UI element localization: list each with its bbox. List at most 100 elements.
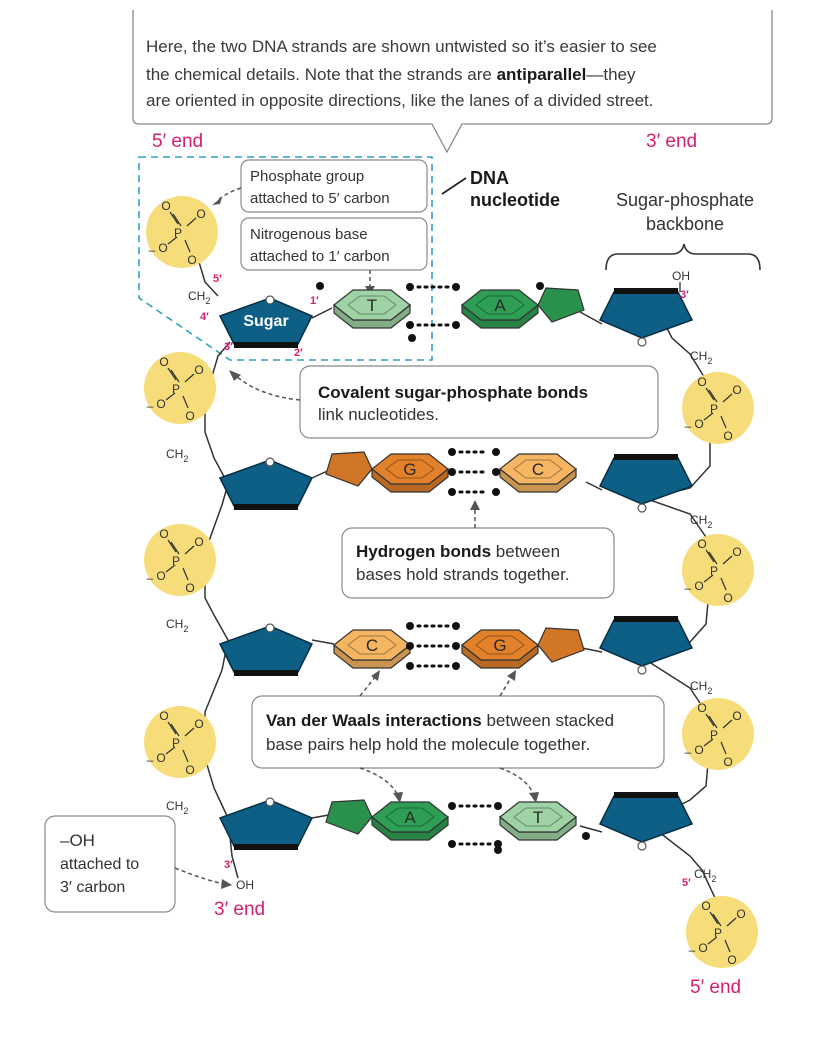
phosphate-groups: POOOO–POOOO–POOOO–POOOO–POOOO–POOOO–POOO… [144, 196, 758, 968]
bond-stub [582, 832, 590, 840]
oh-callout: –OH attached to 3′ carbon [44, 815, 232, 913]
intro-line-2: the chemical details. Note that the stra… [146, 65, 636, 84]
top-oh-label: OH [672, 269, 690, 283]
sugars [218, 288, 694, 851]
oxygen-atom: O [694, 417, 703, 431]
backbone-label-2: backbone [646, 214, 724, 234]
negative-charge: – [689, 943, 696, 957]
svg-text:4′: 4′ [200, 311, 209, 323]
bond-stub [316, 282, 324, 290]
right-bottom-end-label: 5′ end [690, 977, 741, 998]
base-letter-C: C [532, 460, 544, 479]
svg-text:bases hold strands together.: bases hold strands together. [356, 565, 570, 584]
negative-charge: – [685, 745, 692, 759]
oxygen-atom: O [187, 253, 196, 267]
svg-text:Hydrogen bonds between: Hydrogen bonds between [356, 542, 560, 561]
hydrogen-bond [448, 468, 500, 476]
phosphorus-atom: P [172, 554, 180, 568]
right-top-end-label: 3′ end [646, 131, 697, 152]
oxygen-atom: O [194, 535, 203, 549]
hydrogen-bond [448, 802, 502, 810]
oxygen-atom: O [156, 569, 165, 583]
phosphorus-atom: P [710, 402, 718, 416]
intro-callout: Here, the two DNA strands are shown untw… [132, 10, 773, 154]
carbon-numbers: 5′ 4′ 3′ 2′ 1′ 3′ 3′ 5′ [200, 273, 691, 889]
svg-text:attached to 5′ carbon: attached to 5′ carbon [250, 190, 390, 207]
svg-text:3′: 3′ [224, 341, 233, 353]
ch2-label: CH2 [690, 679, 712, 696]
oxygen-atom: O [694, 743, 703, 757]
covalent-bonds-callout: Covalent sugar-phosphate bonds link nucl… [229, 365, 659, 439]
base-G-row-3: G [461, 627, 585, 669]
base-letter-T: T [367, 296, 377, 315]
base-letter-G: G [403, 460, 416, 479]
base-C-row-2: C [499, 453, 577, 493]
oxygen-atom: O [698, 941, 707, 955]
svg-text:Covalent sugar-phosphate bonds: Covalent sugar-phosphate bonds [318, 383, 588, 402]
base-C-row-3: C [333, 629, 411, 669]
phosphorus-atom: P [172, 382, 180, 396]
svg-text:Nitrogenous base: Nitrogenous base [250, 226, 368, 243]
dna-nucleotide-label-1: DNA [470, 168, 509, 188]
oxygen-atom: O [732, 383, 741, 397]
oxygen-atom: O [723, 755, 732, 769]
base-letter-C: C [366, 636, 378, 655]
base-T-row-4: T [499, 801, 577, 841]
base-A-row-4: A [325, 799, 449, 841]
oxygen-atom: O [723, 429, 732, 443]
hydrogen-bond [406, 662, 460, 670]
base-G-row-2: G [325, 451, 449, 493]
sugar-label: Sugar [243, 313, 288, 330]
svg-text:3′: 3′ [680, 289, 689, 301]
oxygen-atom: O [159, 709, 168, 723]
svg-text:1′: 1′ [310, 295, 319, 307]
ch2-label: CH2 [166, 617, 188, 634]
sugar-right-4 [598, 792, 694, 851]
sugar-left-1 [218, 295, 314, 348]
sugar-right-3 [598, 616, 694, 675]
svg-text:attached to 1′ carbon: attached to 1′ carbon [250, 248, 390, 265]
hydrogen-bond [406, 622, 460, 630]
svg-text:3′: 3′ [224, 859, 233, 871]
bottom-oh-label: OH [236, 878, 254, 892]
bond-stub [536, 282, 544, 290]
svg-text:3′ carbon: 3′ carbon [60, 879, 125, 896]
left-top-end-label: 5′ end [152, 131, 203, 152]
negative-charge: – [147, 753, 154, 767]
bond-stub [494, 846, 502, 854]
negative-charge: – [149, 243, 156, 257]
dna-nucleotide-arrow [441, 177, 467, 195]
oxygen-atom: O [194, 717, 203, 731]
svg-text:attached to: attached to [60, 856, 139, 873]
svg-text:5′: 5′ [682, 877, 691, 889]
svg-text:link nucleotides.: link nucleotides. [318, 405, 439, 424]
sugar-right-2 [598, 454, 694, 513]
negative-charge: – [685, 581, 692, 595]
backbone-label-1: Sugar-phosphate [616, 190, 754, 210]
phosphorus-atom: P [714, 926, 722, 940]
oxygen-atom: O [156, 397, 165, 411]
base-letter-A: A [404, 808, 416, 827]
nitrogenous-base-callout: Nitrogenous base attached to 1′ carbon [240, 217, 428, 295]
oxygen-atom: O [723, 591, 732, 605]
oxygen-atom: O [694, 579, 703, 593]
van-der-waals-callout: Van der Waals interactions between stack… [251, 670, 665, 803]
svg-text:Phosphate group: Phosphate group [250, 168, 364, 185]
oxygen-atom: O [697, 537, 706, 551]
sugar-left-3 [218, 623, 314, 676]
oxygen-atom: O [158, 241, 167, 255]
phosphorus-atom: P [710, 564, 718, 578]
oxygen-atom: O [159, 527, 168, 541]
negative-charge: – [147, 571, 154, 585]
hydrogen-bonds-callout: Hydrogen bonds between bases hold strand… [341, 500, 615, 599]
oxygen-atom: O [736, 907, 745, 921]
phosphate-group-callout: Phosphate group attached to 5′ carbon [212, 159, 428, 213]
base-letter-G: G [493, 636, 506, 655]
